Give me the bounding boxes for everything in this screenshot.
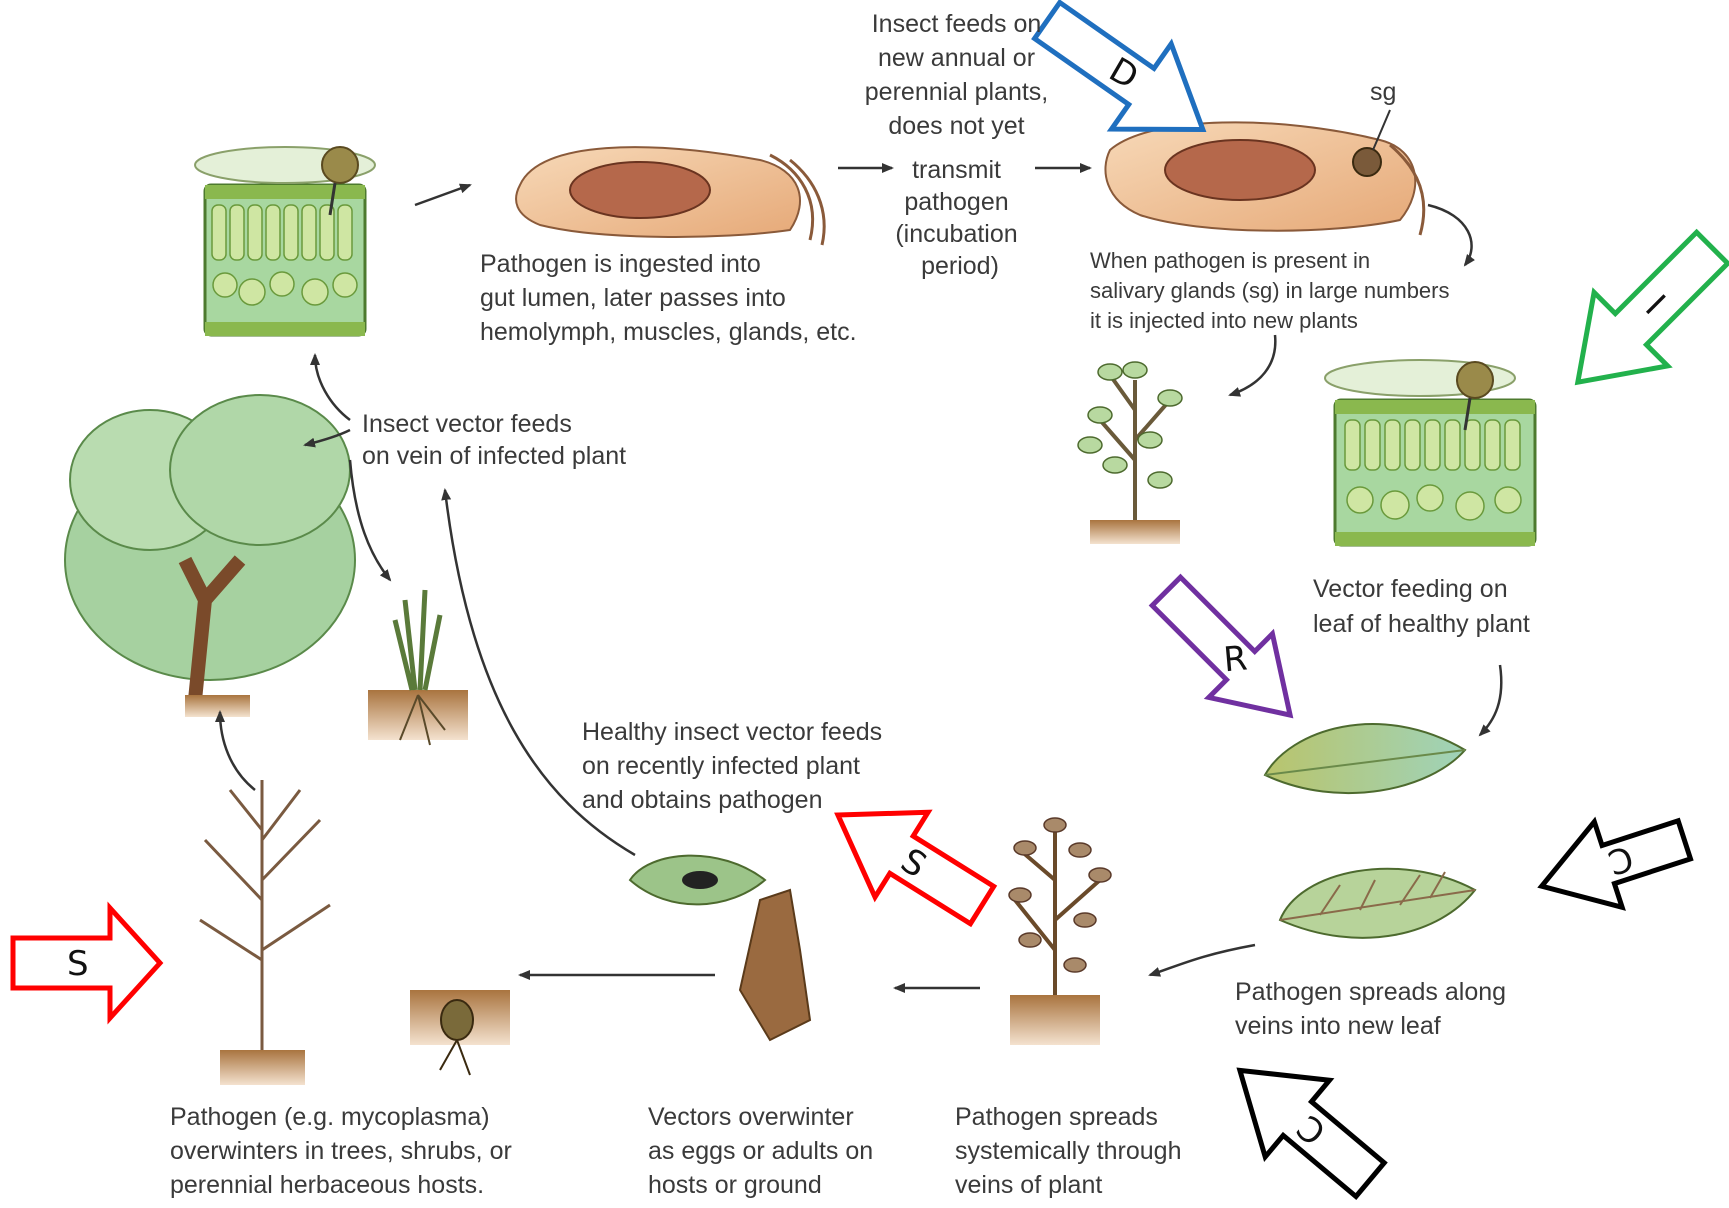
marker-arrow-r: R bbox=[1135, 560, 1322, 747]
caption-vector-feeds-vein-line-2: on vein of infected plant bbox=[362, 442, 626, 470]
caption-systemic-line-3: veins of plant bbox=[955, 1171, 1102, 1199]
marker-arrow-s-left: S bbox=[13, 908, 160, 1018]
caption-vectors-overwinter-line-1: Vectors overwinter bbox=[648, 1103, 854, 1131]
caption-incubation-line-8: period) bbox=[921, 252, 999, 280]
caption-spreads-veins-line-1: Pathogen spreads along bbox=[1235, 978, 1506, 1006]
marker-arrow-c-upper: C bbox=[1528, 797, 1698, 929]
flow-arrow-7 bbox=[1150, 945, 1255, 975]
caption-healthy-obtains-line-1: Healthy insect vector feeds bbox=[582, 718, 882, 746]
caption-salivary-line-3: it is injected into new plants bbox=[1090, 308, 1358, 333]
marker-arrow-c-lower-shape bbox=[1208, 1032, 1403, 1203]
caption-overwinters-trees: Pathogen (e.g. mycoplasma) overwinters i… bbox=[170, 1103, 519, 1199]
caption-vector-feeds-vein: Insect vector feeds on vein of infected … bbox=[362, 410, 626, 470]
caption-systemic: Pathogen spreads systemically through ve… bbox=[955, 1103, 1188, 1199]
marker-arrow-c-lower: C bbox=[1208, 1032, 1403, 1203]
leaf-with-insect-and-stump bbox=[630, 856, 810, 1040]
marker-arrow-i-shape bbox=[1541, 211, 1729, 419]
flow-arrow-10 bbox=[220, 712, 255, 790]
marker-arrow-r-label: R bbox=[1222, 638, 1249, 680]
bare-tree bbox=[200, 780, 330, 1085]
caption-spreads-veins-line-2: veins into new leaf bbox=[1235, 1012, 1441, 1040]
soil-with-bulb bbox=[410, 990, 510, 1075]
caption-salivary-line-1: When pathogen is present in bbox=[1090, 248, 1370, 273]
caption-incubation: Insect feeds on new annual or perennial … bbox=[865, 10, 1055, 280]
caption-incubation-line-7: (incubation bbox=[895, 220, 1017, 248]
caption-systemic-line-1: Pathogen spreads bbox=[955, 1103, 1158, 1131]
flow-arrow-6 bbox=[1480, 665, 1501, 735]
caption-vectors-overwinter-line-2: as eggs or adults on bbox=[648, 1137, 873, 1165]
caption-incubation-line-3: perennial plants, bbox=[865, 78, 1048, 106]
caption-overwinters-trees-line-3: perennial herbaceous hosts. bbox=[170, 1171, 484, 1199]
insect-body-gut bbox=[516, 147, 824, 245]
caption-salivary-line-2: salivary glands (sg) in large numbers bbox=[1090, 278, 1450, 303]
leaf-cross-section-right bbox=[1335, 400, 1535, 546]
healthy-plant bbox=[1078, 362, 1182, 544]
caption-vector-feeding-healthy-line-1: Vector feeding on bbox=[1313, 575, 1508, 603]
caption-overwinters-trees-line-1: Pathogen (e.g. mycoplasma) bbox=[170, 1103, 490, 1131]
leaf-cross-section-top-left bbox=[205, 185, 365, 336]
caption-salivary: When pathogen is present in salivary gla… bbox=[1090, 248, 1456, 333]
flow-arrow-5 bbox=[1230, 335, 1275, 395]
caption-vector-feeds-vein-line-1: Insect vector feeds bbox=[362, 410, 572, 438]
caption-vectors-overwinter-line-3: hosts or ground bbox=[648, 1171, 822, 1199]
caption-incubation-line-2: new annual or bbox=[878, 44, 1035, 72]
caption-ingested-line-1: Pathogen is ingested into bbox=[480, 250, 761, 278]
caption-ingested-line-2: gut lumen, later passes into bbox=[480, 284, 786, 312]
caption-ingested-line-3: hemolymph, muscles, glands, etc. bbox=[480, 318, 857, 346]
caption-overwinters-trees-line-2: overwinters in trees, shrubs, or bbox=[170, 1137, 512, 1165]
caption-incubation-line-4: does not yet bbox=[888, 112, 1024, 140]
caption-systemic-line-2: systemically through bbox=[955, 1137, 1181, 1165]
leaf-infected-veins bbox=[1280, 869, 1475, 938]
caption-healthy-obtains-line-3: and obtains pathogen bbox=[582, 786, 823, 814]
caption-vector-feeding-healthy-line-2: leaf of healthy plant bbox=[1313, 610, 1530, 638]
flow-arrow-12 bbox=[315, 355, 350, 420]
caption-healthy-obtains: Healthy insect vector feeds on recently … bbox=[582, 718, 889, 814]
grass-plant bbox=[368, 590, 468, 745]
marker-arrow-s-middle: S bbox=[811, 773, 1008, 948]
caption-incubation-line-6: pathogen bbox=[904, 188, 1008, 216]
caption-ingested: Pathogen is ingested into gut lumen, lat… bbox=[480, 250, 857, 346]
systemic-infected-plant bbox=[1009, 818, 1111, 1045]
flow-arrow-1 bbox=[415, 185, 470, 205]
marker-arrow-i: I bbox=[1541, 211, 1729, 419]
caption-sg: sg bbox=[1370, 78, 1396, 106]
leaf-healthy bbox=[1265, 724, 1465, 793]
caption-vectors-overwinter: Vectors overwinter as eggs or adults on … bbox=[648, 1103, 880, 1199]
flow-arrow-4 bbox=[1428, 205, 1472, 265]
caption-incubation-line-5: transmit bbox=[912, 156, 1001, 184]
marker-arrow-s-left-label: S bbox=[67, 944, 89, 984]
caption-vector-feeding-healthy: Vector feeding on leaf of healthy plant bbox=[1313, 575, 1530, 638]
flow-arrow-14 bbox=[350, 460, 390, 580]
caption-healthy-obtains-line-2: on recently infected plant bbox=[582, 752, 860, 780]
caption-spreads-veins: Pathogen spreads along veins into new le… bbox=[1235, 978, 1513, 1040]
caption-incubation-line-1: Insect feeds on bbox=[872, 10, 1042, 38]
